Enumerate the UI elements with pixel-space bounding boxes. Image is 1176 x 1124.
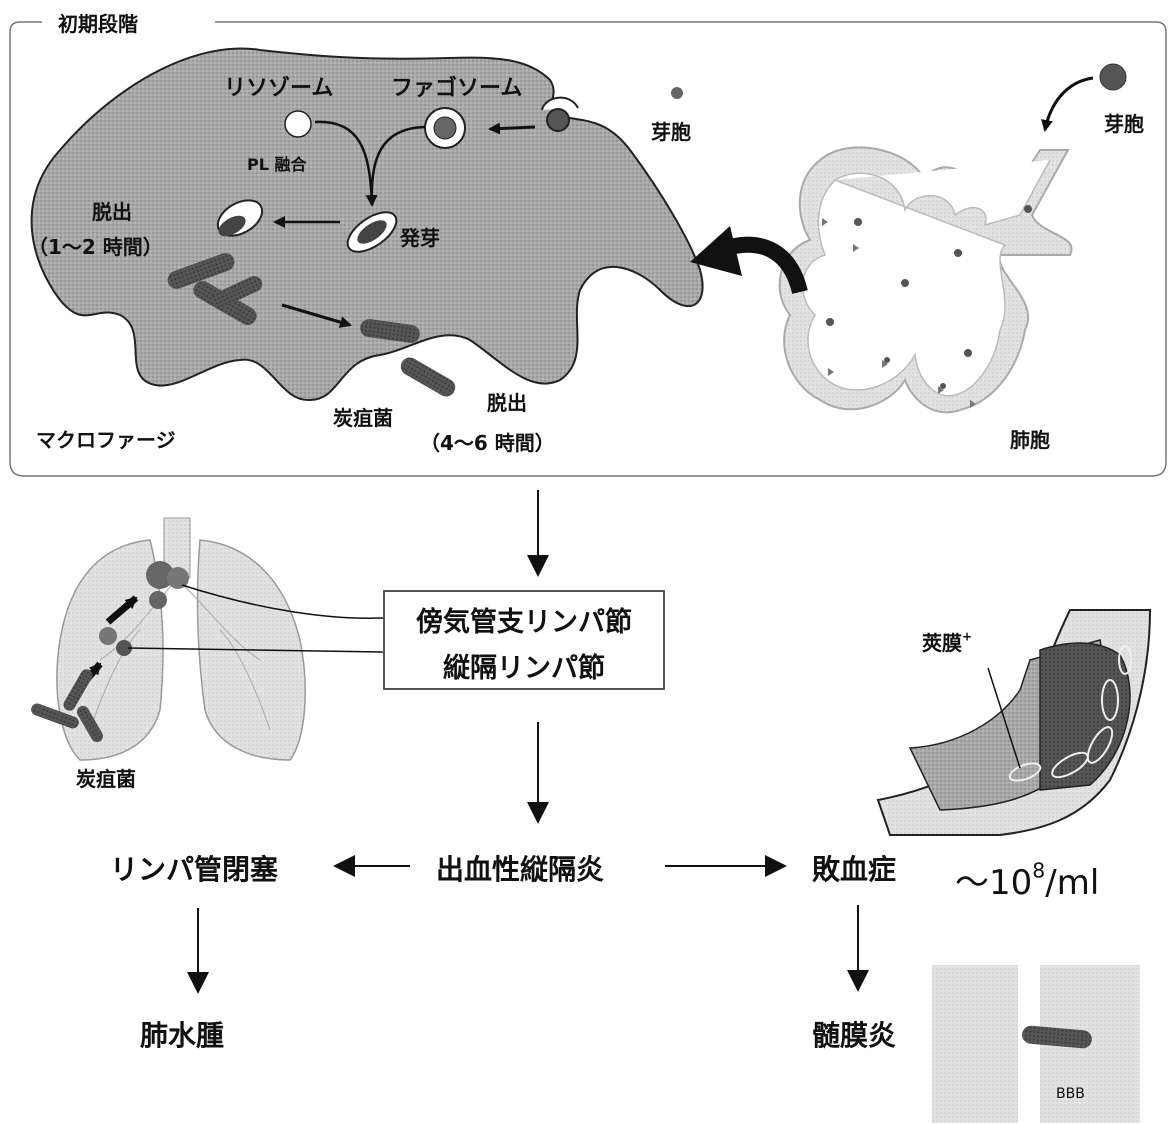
lymph-box-line1: 傍気管支リンパ節 [385,600,663,639]
lymph-node-box: 傍気管支リンパ節 縦隔リンパ節 [383,590,665,690]
bbb-label: BBB [1056,1086,1085,1102]
capsule-label: 莢膜+ [922,627,972,656]
blood-vessel-illustration [878,610,1150,835]
alveolus-label: 肺胞 [1010,424,1050,453]
right-down-node: 髄膜炎 [812,1014,896,1054]
lysosome [285,111,311,137]
left-node: リンパ管閉塞 [110,848,278,888]
pl-fusion-label: PL 融合 [247,151,307,175]
lymph-box-line2: 縦隔リンパ節 [385,646,663,685]
germination-label: 発芽 [400,222,440,251]
spore [671,87,683,99]
engulfed-spore [547,109,569,131]
spore-label-inner: 芽胞 [651,116,691,145]
right-node: 敗血症 [812,848,896,888]
phagosome-label: ファゴソーム [391,70,522,102]
bacteria-label: 炭疽菌 [333,402,393,431]
escape2-time-label: （4～6 時間） [420,427,555,456]
concentration-label: ～108/ml [955,855,1099,904]
spore-label-outer: 芽胞 [1104,108,1144,137]
lung-illustration [29,518,305,760]
escape1-time-label: （1～2 時間） [28,231,163,260]
escape2-label: 脱出 [487,387,527,416]
escape1-label: 脱出 [92,196,132,225]
spore [1100,64,1126,90]
stage-title: 初期段階 [58,8,138,37]
bacillus-escaped [398,354,459,400]
macrophage-label: マクロファージ [36,424,176,453]
lung-bacteria-label: 炭疽菌 [76,763,136,792]
left-down-node: 肺水腫 [140,1014,224,1054]
lysosome-label: リソゾーム [224,70,333,102]
center-node: 出血性縦隔炎 [436,848,604,888]
bbb-panel [932,965,1140,1123]
